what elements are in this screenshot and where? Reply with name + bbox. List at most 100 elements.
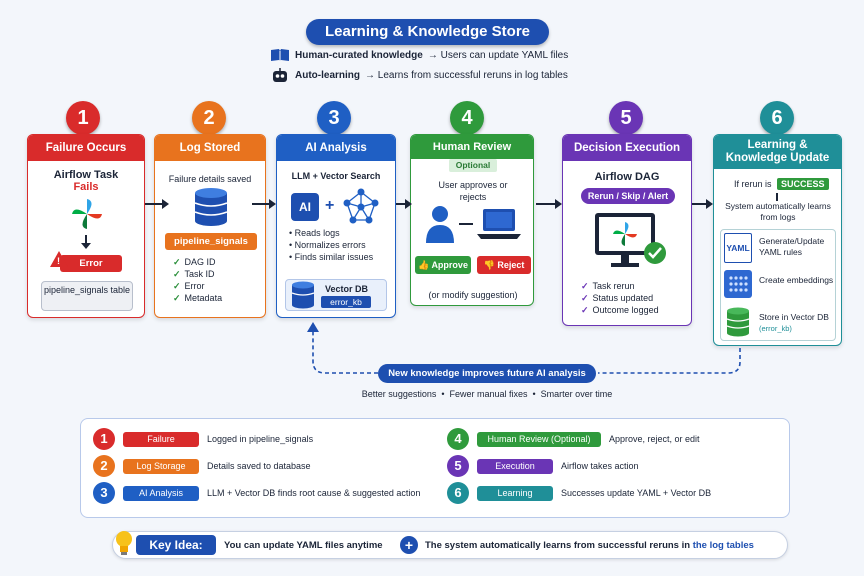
step-5-number: 5 [609,101,643,135]
step-6-card: Learning & Knowledge Update If rerun is … [713,134,842,346]
key-label: Failure [123,431,199,447]
step-1-line2: Fails [73,181,99,193]
list-item-text: Task ID [184,269,215,279]
neural-network-icon [343,188,379,224]
flow-arrow-2-3 [252,199,276,209]
list-item: ✓Status updated [581,293,654,303]
flow-arrow-1-2 [145,199,169,209]
step-5-header: Decision Execution [563,135,691,161]
error-label: Error [79,258,103,269]
database-icon [194,188,228,226]
lightbulb-icon [116,531,132,555]
feedback-pill: New knowledge improves future AI analysi… [378,364,596,383]
intro-line-curated: Human-curated knowledge → Users can upda… [270,48,568,62]
success-badge: SUCCESS [777,178,829,190]
list-item: ✓Outcome logged [581,305,659,315]
key-number: 4 [447,428,469,450]
database-icon [291,281,315,309]
error-kb-badge: error_kb [321,296,371,308]
vector-db-label: Vector DB [325,284,369,294]
step-6-header: Learning & Knowledge Update [714,135,841,169]
key-row-1: 1 Failure Logged in pipeline_signals [93,428,313,450]
key-number: 1 [93,428,115,450]
list-item-text: Status updated [592,293,654,303]
key-idea-part2-text: The system automatically learns from suc… [425,540,691,551]
key-desc: Details saved to database [207,461,311,471]
benefits-text: Better suggestions • Fewer manual fixes … [361,389,613,399]
down-arrow [776,193,778,201]
user-icon [426,206,454,243]
step-1-line1: Airflow Task [53,169,119,181]
step-6-number: 6 [760,101,794,135]
key-desc: Successes update YAML + Vector DB [561,488,712,498]
step-4-number: 4 [450,101,484,135]
intro-bold: Auto-learning [295,70,360,81]
step-3-list: • Reads logs • Normalizes errors • Finds… [289,227,373,263]
key-label: Log Storage [123,458,199,474]
thumbs-down-icon: 👎 [483,260,495,270]
step-4-card: Human Review Optional User approves or r… [410,134,534,306]
book-icon [271,49,289,61]
plus-icon: + [325,197,335,214]
intro-bold: Human-curated knowledge [295,49,423,61]
step-2-list: ✓DAG ID ✓Task ID ✓Error ✓Metadata [173,256,222,304]
intro-line-auto: Auto-learning → Learns from successful r… [270,68,568,83]
key-number: 3 [93,482,115,504]
list-item-text: Outcome logged [592,305,659,315]
warning-icon [50,251,68,267]
list-item-text: DAG ID [184,257,216,267]
if-text: If rerun is [734,179,772,189]
thumbs-up-icon: 👍 [418,260,430,270]
step-2-card: Log Stored Failure details saved pipelin… [154,134,266,318]
key-idea-bar [112,531,788,559]
key-number: 2 [93,455,115,477]
key-desc: Airflow takes action [561,461,639,471]
key-idea-part1: You can update YAML files anytime [224,540,383,551]
list-item-text: Task rerun [592,281,635,291]
step-2-badge: pipeline_signals [165,233,257,250]
step-1-header: Failure Occurs [28,135,144,161]
list-item: • Finds similar issues [289,252,374,262]
step-1-card: Failure Occurs Airflow Task Fails Error … [27,134,145,318]
step-2-header: Log Stored [155,135,265,161]
intro-rest: → Learns from successful reruns in log t… [365,70,568,81]
pipeline-signals-table: pipeline_signals table [41,281,133,311]
flow-arrow-5-6 [692,199,713,209]
action-store: Store in Vector DB (error_kb) [759,312,839,334]
key-label: Learning [477,485,553,501]
connector-line [459,223,473,225]
list-item: ✓Error [173,281,205,291]
down-arrow-head [81,243,91,249]
error-badge: Error [60,255,122,272]
monitor-icon [595,213,666,267]
optional-badge: Optional [449,159,497,172]
key-row-3: 3 AI Analysis LLM + Vector DB finds root… [93,482,420,504]
airflow-pinwheel-icon [72,199,102,229]
yaml-file-icon: YAML [724,233,752,263]
reject-button[interactable]: 👎 Reject [477,256,531,274]
step-3-desc: LLM + Vector Search [291,171,381,181]
list-item: ✓Task ID [173,269,215,279]
intro-rest: → Users can update YAML files [427,49,569,61]
key-label: Human Review (Optional) [477,431,601,447]
key-idea-part2-bold: the log tables [692,540,754,551]
robot-icon [273,68,287,82]
list-item-text: Metadata [184,293,223,303]
list-item: ✓DAG ID [173,257,216,267]
step-2-number: 2 [192,101,226,135]
key-number: 6 [447,482,469,504]
modify-note: (or modify suggestion) [428,290,518,300]
plus-icon: + [400,536,418,554]
list-item-text: Error [184,281,205,291]
key-row-4: 4 Human Review (Optional) Approve, rejec… [447,428,700,450]
laptop-icon [477,209,521,239]
action-embeddings: Create embeddings [759,275,834,285]
step-2-desc: Failure details saved [168,174,252,184]
step-6-if: If rerun is SUCCESS [734,178,829,190]
key-desc: LLM + Vector DB finds root cause & sugge… [207,488,421,498]
database-icon [726,307,750,337]
key-row-2: 2 Log Storage Details saved to database [93,455,311,477]
step-5-list: ✓Task rerun ✓Status updated ✓Outcome log… [581,280,659,316]
step-4-header: Human Review [411,135,533,159]
approve-button[interactable]: 👍 Approve [415,256,471,274]
